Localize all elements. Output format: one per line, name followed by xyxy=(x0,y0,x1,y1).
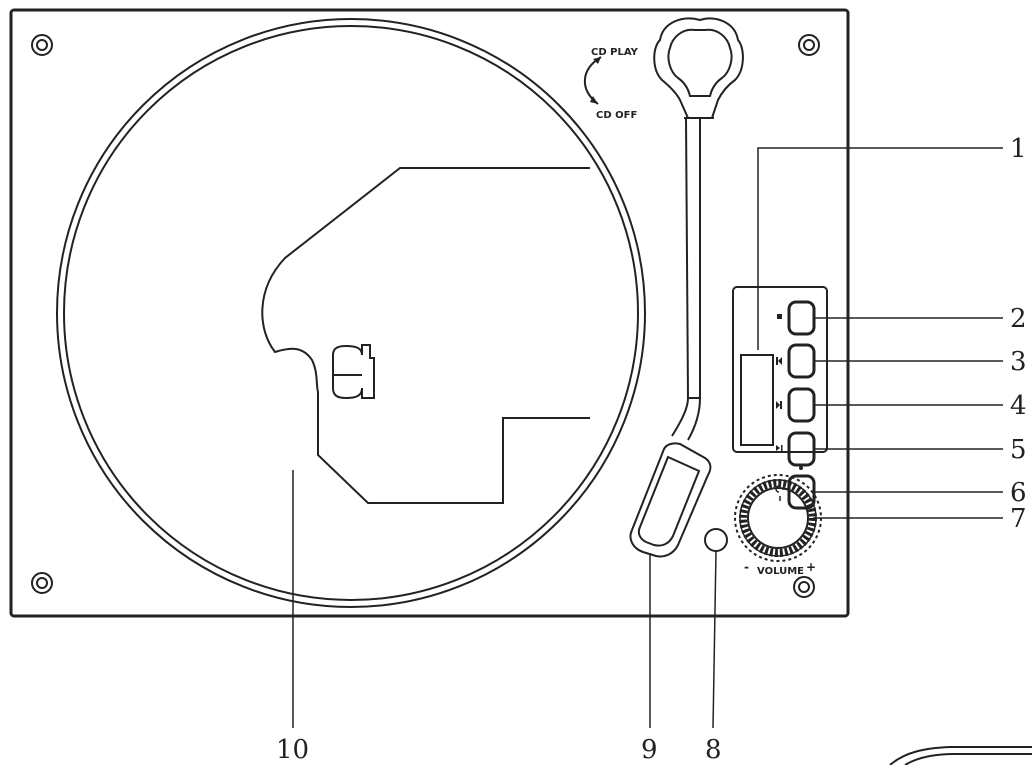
callout-5: 5 xyxy=(1010,435,1027,465)
control-panel xyxy=(732,286,828,453)
platter xyxy=(56,18,646,608)
display-window xyxy=(740,354,774,446)
next-icon xyxy=(776,401,782,409)
previous-icon xyxy=(776,357,782,365)
next-button[interactable] xyxy=(776,387,816,423)
indicator-light xyxy=(704,528,728,552)
volume-label: VOLUME xyxy=(757,566,804,577)
cd-latch xyxy=(332,344,375,400)
callout-6: 6 xyxy=(1010,478,1027,508)
leader-1 xyxy=(757,147,1003,350)
callout-7: 7 xyxy=(1010,504,1027,534)
volume-plus-label: + xyxy=(806,560,816,574)
callout-9: 9 xyxy=(641,735,658,765)
stop-icon xyxy=(777,314,782,319)
callout-2: 2 xyxy=(1010,304,1027,334)
callout-3: 3 xyxy=(1010,347,1027,377)
callout-4: 4 xyxy=(1010,391,1027,421)
previous-button[interactable] xyxy=(776,343,816,379)
cd-off-label: CD OFF xyxy=(596,110,637,121)
stop-button[interactable] xyxy=(777,300,816,336)
cd-play-label: CD PLAY xyxy=(591,47,639,58)
screw-top-left xyxy=(31,34,53,56)
callout-1: 1 xyxy=(1010,134,1027,164)
callout-leaders xyxy=(292,147,1003,729)
volume-knob[interactable] xyxy=(734,466,822,562)
tonearm[interactable] xyxy=(629,17,744,558)
adjacent-part-edge xyxy=(889,746,1032,765)
callout-10: 10 xyxy=(276,735,309,765)
callout-8: 8 xyxy=(705,735,722,765)
screw-top-right xyxy=(798,34,820,56)
play-pause-icon xyxy=(776,445,783,451)
leader-8 xyxy=(712,550,717,729)
cd-door-outline xyxy=(261,167,590,504)
screw-bottom-right xyxy=(793,576,815,598)
play-pause-button[interactable] xyxy=(776,431,816,467)
cd-mode-switch[interactable] xyxy=(583,56,602,105)
screw-bottom-left xyxy=(31,572,53,594)
volume-minus-label: - xyxy=(744,560,749,574)
cabinet-outline xyxy=(9,8,850,618)
